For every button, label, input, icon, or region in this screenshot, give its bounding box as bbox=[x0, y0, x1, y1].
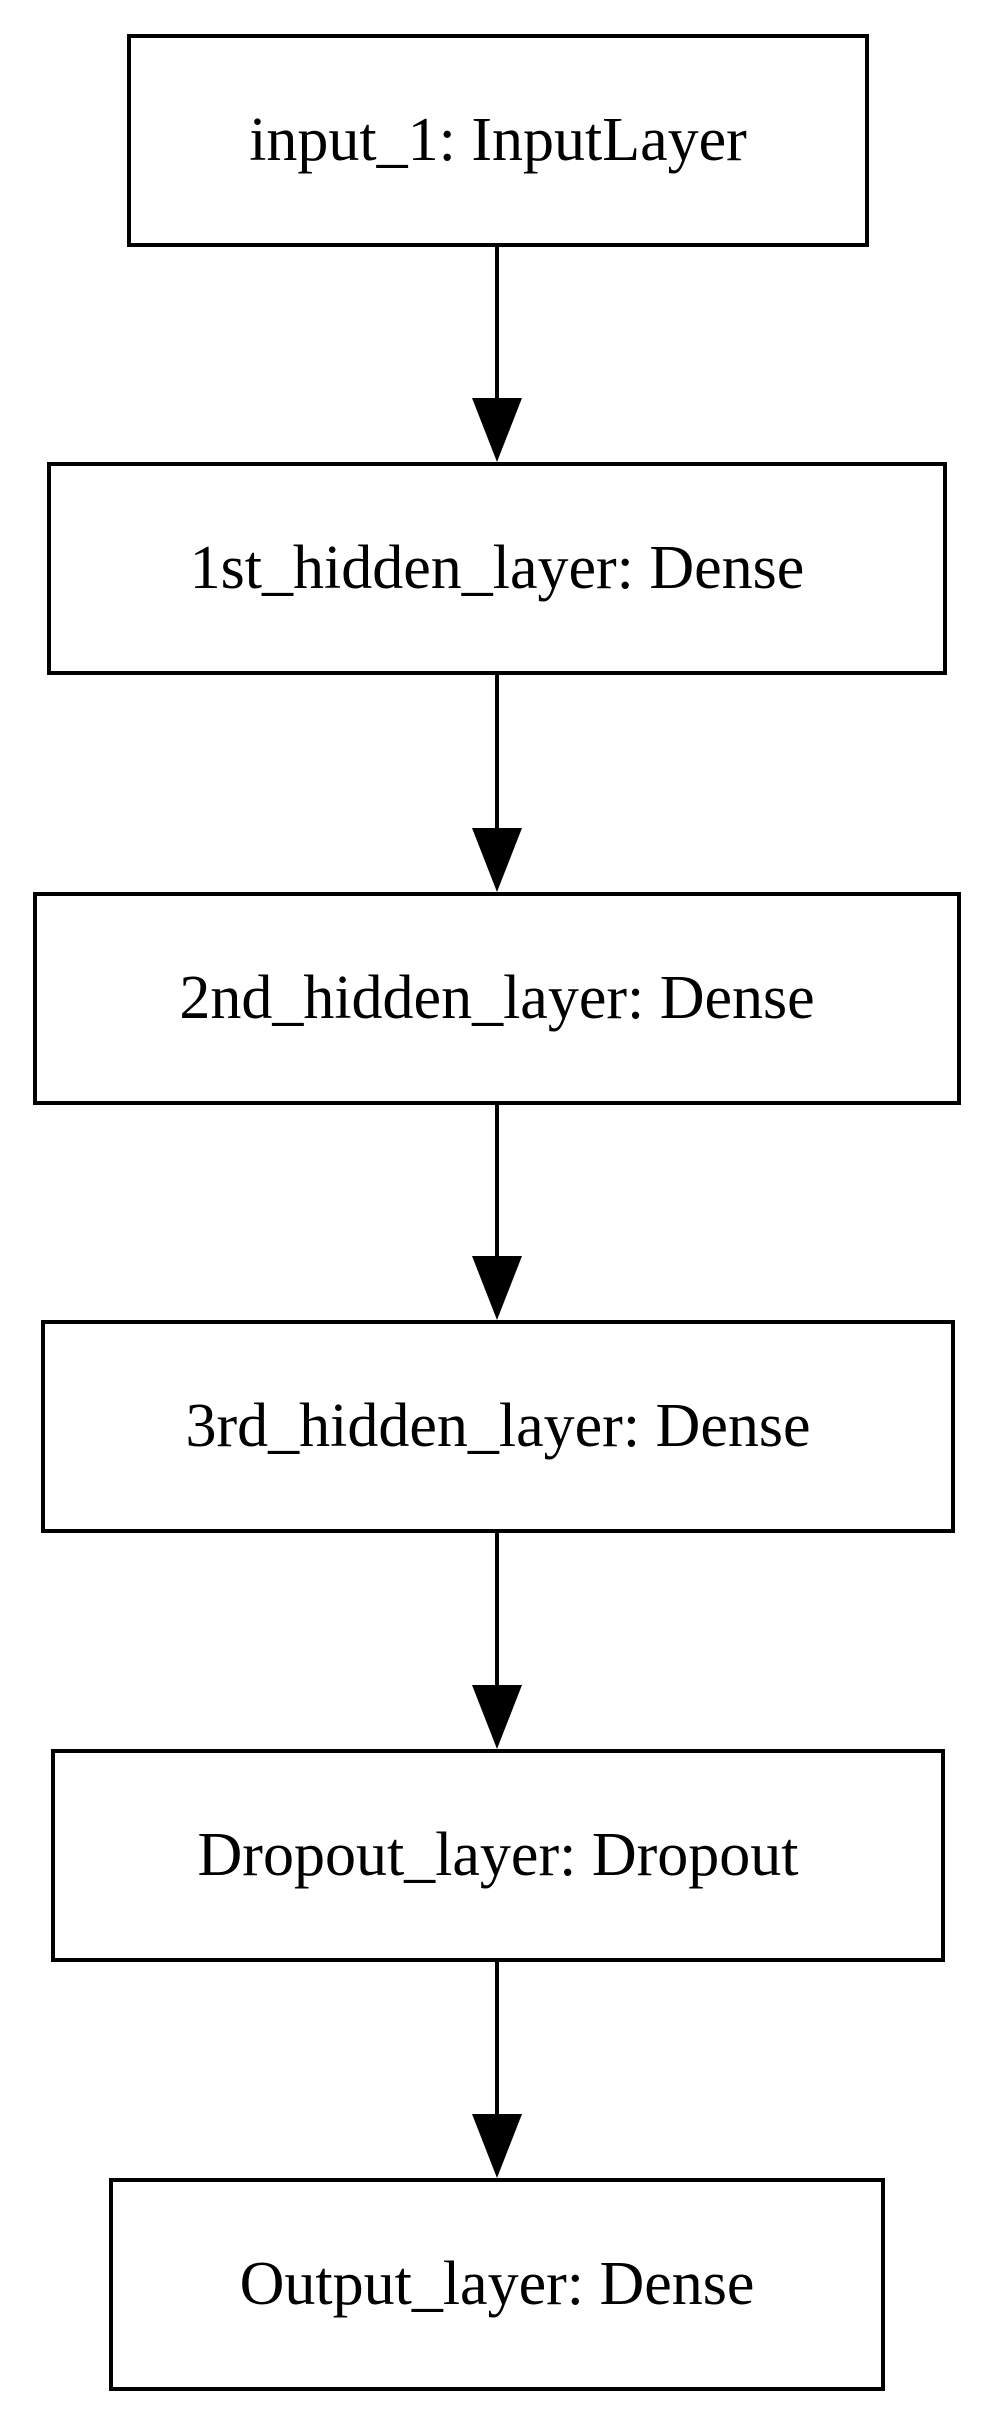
node-label: 3rd_hidden_layer: Dense bbox=[185, 1392, 811, 1460]
node-label: Dropout_layer: Dropout bbox=[197, 1821, 799, 1889]
node-label: Output_layer: Dense bbox=[239, 2250, 755, 2318]
node-label: 2nd_hidden_layer: Dense bbox=[179, 964, 815, 1032]
node-label: input_1: InputLayer bbox=[249, 106, 747, 174]
edge-n1-n2 bbox=[472, 247, 522, 462]
node-2nd-hidden-layer: 2nd_hidden_layer: Dense bbox=[33, 892, 961, 1105]
edge-n4-n5 bbox=[472, 1533, 522, 1749]
edge-n2-n3 bbox=[472, 675, 522, 892]
node-input-layer: input_1: InputLayer bbox=[127, 34, 869, 247]
node-3rd-hidden-layer: 3rd_hidden_layer: Dense bbox=[41, 1320, 955, 1533]
node-dropout-layer: Dropout_layer: Dropout bbox=[51, 1749, 945, 1962]
edge-n3-n4 bbox=[472, 1105, 522, 1320]
node-label: 1st_hidden_layer: Dense bbox=[189, 534, 805, 602]
node-output-layer: Output_layer: Dense bbox=[109, 2178, 885, 2391]
node-1st-hidden-layer: 1st_hidden_layer: Dense bbox=[47, 462, 947, 675]
edge-n5-n6 bbox=[472, 1962, 522, 2178]
